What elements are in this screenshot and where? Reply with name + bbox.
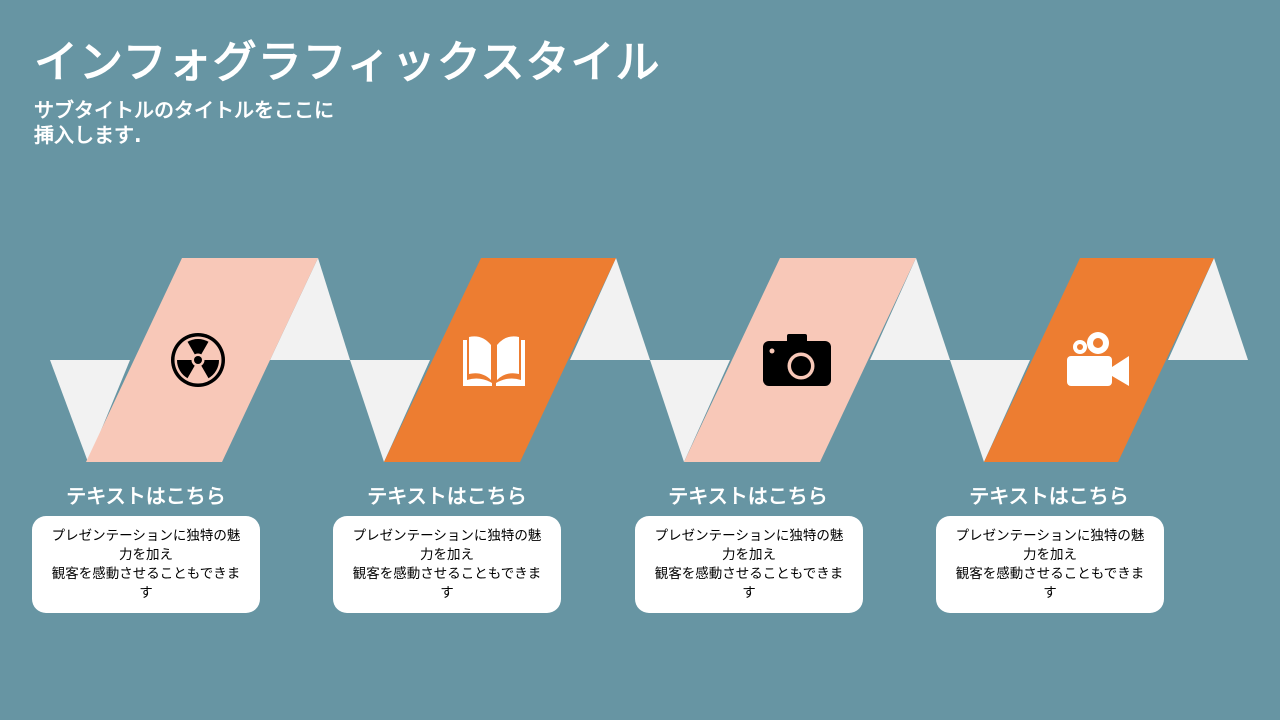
page-subtitle: サブタイトルのタイトルをここに挿入します. xyxy=(34,98,334,147)
step-1-description: プレゼンテーションに独特の魅力を加え 観客を感動させることもできます xyxy=(51,527,241,601)
light-triangle-1-top xyxy=(270,258,350,360)
page-title: インフォグラフィックスタイル xyxy=(34,37,661,88)
light-triangle-4-bottom xyxy=(950,360,1030,462)
step-2-card: プレゼンテーションに独特の魅力を加え 観客を感動させることもできます xyxy=(333,516,561,613)
light-triangle-2-top xyxy=(570,258,650,360)
book-icon xyxy=(463,336,525,386)
step-3-description: プレゼンテーションに独特の魅力を加え 観客を感動させることもできます xyxy=(654,527,844,601)
step-1-card: プレゼンテーションに独特の魅力を加え 観客を感動させることもできます xyxy=(32,516,260,613)
camera-icon xyxy=(763,334,831,386)
step-2-description: プレゼンテーションに独特の魅力を加え 観客を感動させることもできます xyxy=(352,527,542,601)
radiation-icon xyxy=(171,333,225,387)
step-1-label: テキストはこちら xyxy=(66,484,226,508)
step-4-label: テキストはこちら xyxy=(969,484,1129,508)
step-3-label: テキストはこちら xyxy=(668,484,828,508)
light-triangle-3-top xyxy=(870,258,950,360)
video-camera-icon xyxy=(1067,332,1129,386)
step-2-label: テキストはこちら xyxy=(367,484,527,508)
light-triangle-3-bottom xyxy=(650,360,730,462)
light-triangle-1-bottom xyxy=(50,360,130,462)
step-4-card: プレゼンテーションに独特の魅力を加え 観客を感動させることもできます xyxy=(936,516,1164,613)
light-triangle-2-bottom xyxy=(350,360,430,462)
step-3-card: プレゼンテーションに独特の魅力を加え 観客を感動させることもできます xyxy=(635,516,863,613)
zigzag-light-triangles xyxy=(50,258,1248,462)
step-4-description: プレゼンテーションに独特の魅力を加え 観客を感動させることもできます xyxy=(955,527,1145,601)
light-triangle-4-top xyxy=(1168,258,1248,360)
